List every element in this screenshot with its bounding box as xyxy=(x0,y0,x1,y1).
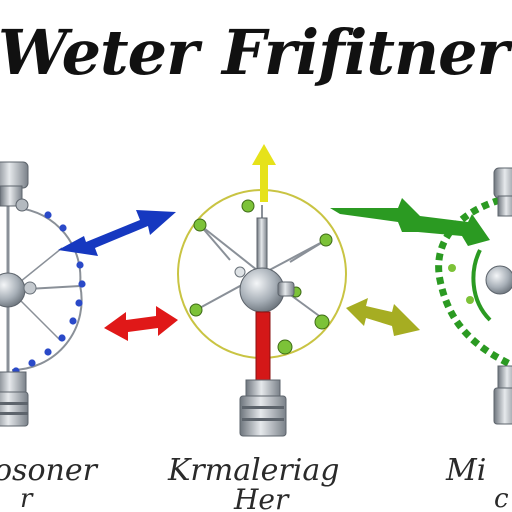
olive-double-arrow xyxy=(346,298,420,336)
left-assembly xyxy=(0,161,86,427)
caption-left-line1: osoner xyxy=(0,453,97,488)
caption-center-line2: Her xyxy=(234,483,289,512)
left-base-valve xyxy=(0,371,29,427)
right-top-valve xyxy=(493,167,512,217)
yellow-up-arrow xyxy=(252,144,276,202)
center-node-ring xyxy=(189,199,333,355)
center-base-valve xyxy=(239,379,287,437)
center-assembly xyxy=(177,189,347,437)
blue-arrow xyxy=(58,210,176,256)
left-top-valve xyxy=(0,161,29,212)
right-gear-hub xyxy=(485,265,512,295)
title-right: Frifitner xyxy=(222,16,509,89)
caption-center-line1: Krmaleriag xyxy=(168,453,340,488)
center-gear-hub xyxy=(239,267,285,313)
right-assembly xyxy=(435,167,512,425)
right-base-valve xyxy=(493,365,512,425)
title-left: Weter xyxy=(0,16,199,89)
caption-right-line2: c xyxy=(494,484,509,512)
right-wheel-ring xyxy=(435,196,512,369)
caption-left-line2: r xyxy=(20,484,33,512)
green-arrow xyxy=(330,198,490,246)
center-red-stem xyxy=(255,311,271,383)
caption-right-line1: Mi xyxy=(446,453,487,488)
red-double-arrow xyxy=(104,306,178,341)
